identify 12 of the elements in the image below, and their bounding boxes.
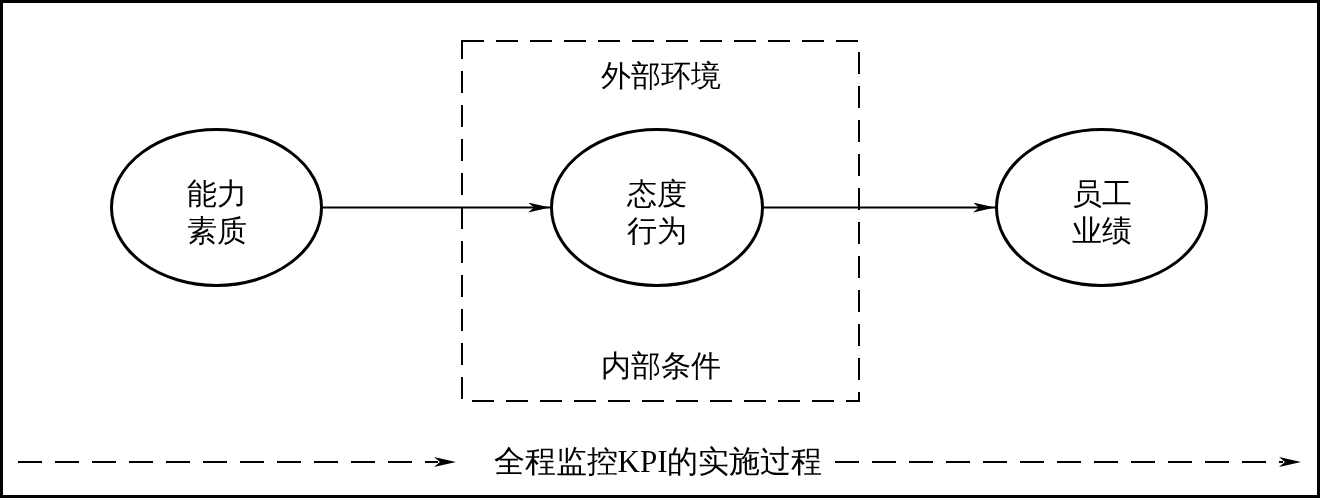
- dashed-box: [461, 40, 860, 402]
- arrow: [322, 202, 551, 213]
- process-circle: [550, 128, 764, 287]
- process-circle: [995, 128, 1208, 287]
- box-heading: 外部环境: [600, 59, 721, 93]
- process-label: 全程监控KPI的实施过程: [493, 444, 823, 480]
- circle-label: 能力素质: [185, 175, 248, 249]
- circle-label: 态度行为: [626, 175, 688, 249]
- box-label: 内部条件: [600, 349, 721, 383]
- circle-label: 员工业绩: [1070, 175, 1133, 249]
- process-circle: [110, 128, 323, 287]
- arrow: [763, 202, 996, 213]
